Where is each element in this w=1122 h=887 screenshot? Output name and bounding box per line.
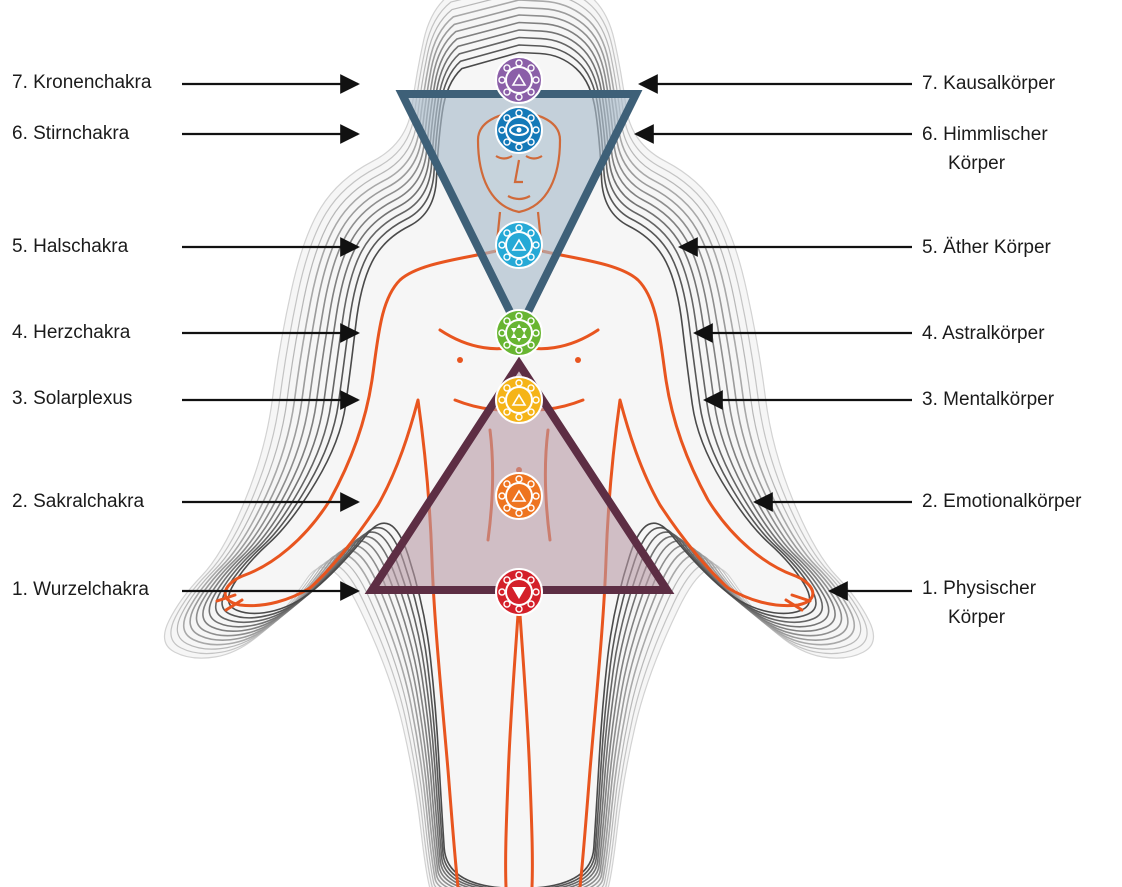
label-body-2: 2. Emotionalkörper [922,487,1081,516]
sacral-chakra-icon [496,473,542,519]
nipple-mark [575,357,581,363]
body-name: Äther Körper [943,237,1051,258]
label-body-7: 7. Kausalkörper [922,69,1055,98]
body-number: 7. [922,73,938,94]
throat-chakra-icon [496,222,542,268]
body-name: Mentalkörper [943,389,1054,410]
body-name-line2: Körper [922,149,1048,178]
third-eye-chakra-icon [496,107,542,153]
solar-plexus-chakra-icon [496,377,542,423]
body-number: 3. [922,389,938,410]
label-chakra-3: 3. Solarplexus [12,384,132,413]
body-number: 5. [922,237,938,258]
label-body-3: 3. Mentalkörper [922,385,1054,414]
body-name: Astralkörper [942,323,1044,344]
heart-chakra-icon [496,310,542,356]
body-name-line2: Körper [922,603,1036,632]
label-chakra-1: 1. Wurzelchakra [12,575,149,604]
label-chakra-6: 6. Stirnchakra [12,119,129,148]
label-chakra-5: 5. Halschakra [12,232,128,261]
label-body-6: 6. Himmlischer Körper [922,120,1048,178]
body-number: 4. [922,323,938,344]
crown-chakra-icon [496,57,542,103]
body-name: Emotionalkörper [943,491,1081,512]
body-number: 2. [922,491,938,512]
root-chakra-icon [496,569,542,615]
body-name: Physischer [943,578,1036,599]
label-body-1: 1. Physischer Körper [922,574,1036,632]
label-chakra-4: 4. Herzchakra [12,318,130,347]
body-number: 1. [922,578,938,599]
body-number: 6. [922,124,938,145]
body-name: Himmlischer [943,124,1048,145]
label-chakra-2: 2. Sakralchakra [12,487,144,516]
label-body-5: 5. Äther Körper [922,233,1051,262]
label-body-4: 4. Astralkörper [922,319,1045,348]
body-name: Kausalkörper [943,73,1055,94]
label-chakra-7: 7. Kronenchakra [12,68,151,97]
nipple-mark [457,357,463,363]
